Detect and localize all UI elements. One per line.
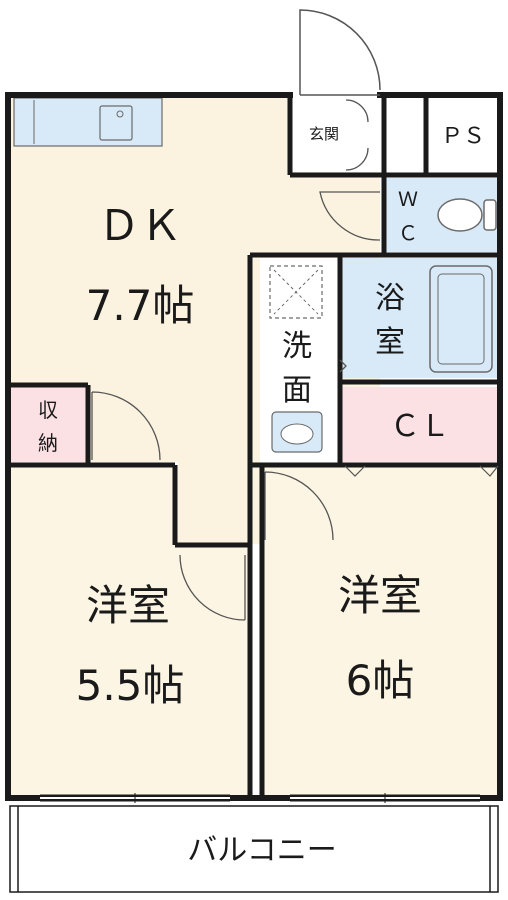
interior-walls [8, 95, 500, 798]
toilet-icon [437, 198, 497, 232]
western-room-2-size: 6帖 [346, 656, 415, 705]
western-room-2-floor [262, 466, 498, 796]
kitchen-sink [99, 105, 133, 141]
bath-label-1: 浴 [375, 281, 405, 316]
closet-label: ＣＬ [390, 409, 450, 444]
entrance-door [299, 9, 381, 96]
pipe-space-floor [428, 97, 498, 172]
storage-label-1: 収 [38, 398, 58, 422]
washroom-label-2: 面 [282, 373, 312, 408]
balcony-floor [10, 800, 498, 894]
closet-floor [340, 387, 498, 462]
bathtub [429, 265, 493, 373]
storage-floor [10, 387, 86, 462]
western-room-1-name: 洋室 [86, 581, 170, 630]
wc-label-1: Ｗ [398, 187, 418, 211]
kitchen-counter [13, 97, 163, 147]
washroom-label-1: 洗 [282, 329, 312, 364]
entrance-label: 玄関 [309, 125, 339, 143]
doors [91, 99, 381, 621]
storage-label-2: 納 [38, 431, 58, 455]
western-room-2-name: 洋室 [338, 571, 422, 620]
dk-room-name: ＤＫ [98, 201, 182, 250]
pipe-space-label: ＰＳ [441, 124, 485, 149]
dk-room-size: 7.7帖 [86, 281, 195, 330]
western-room-1-size: 5.5帖 [76, 661, 185, 710]
wc-label-2: Ｃ [398, 221, 418, 245]
bathtub-inner [437, 273, 485, 365]
bath-label-2: 室 [375, 325, 405, 360]
balcony-label: バルコニー [187, 833, 336, 868]
sink-drain [116, 110, 124, 118]
closet-doors [344, 465, 499, 477]
balcony-outline [9, 805, 499, 893]
